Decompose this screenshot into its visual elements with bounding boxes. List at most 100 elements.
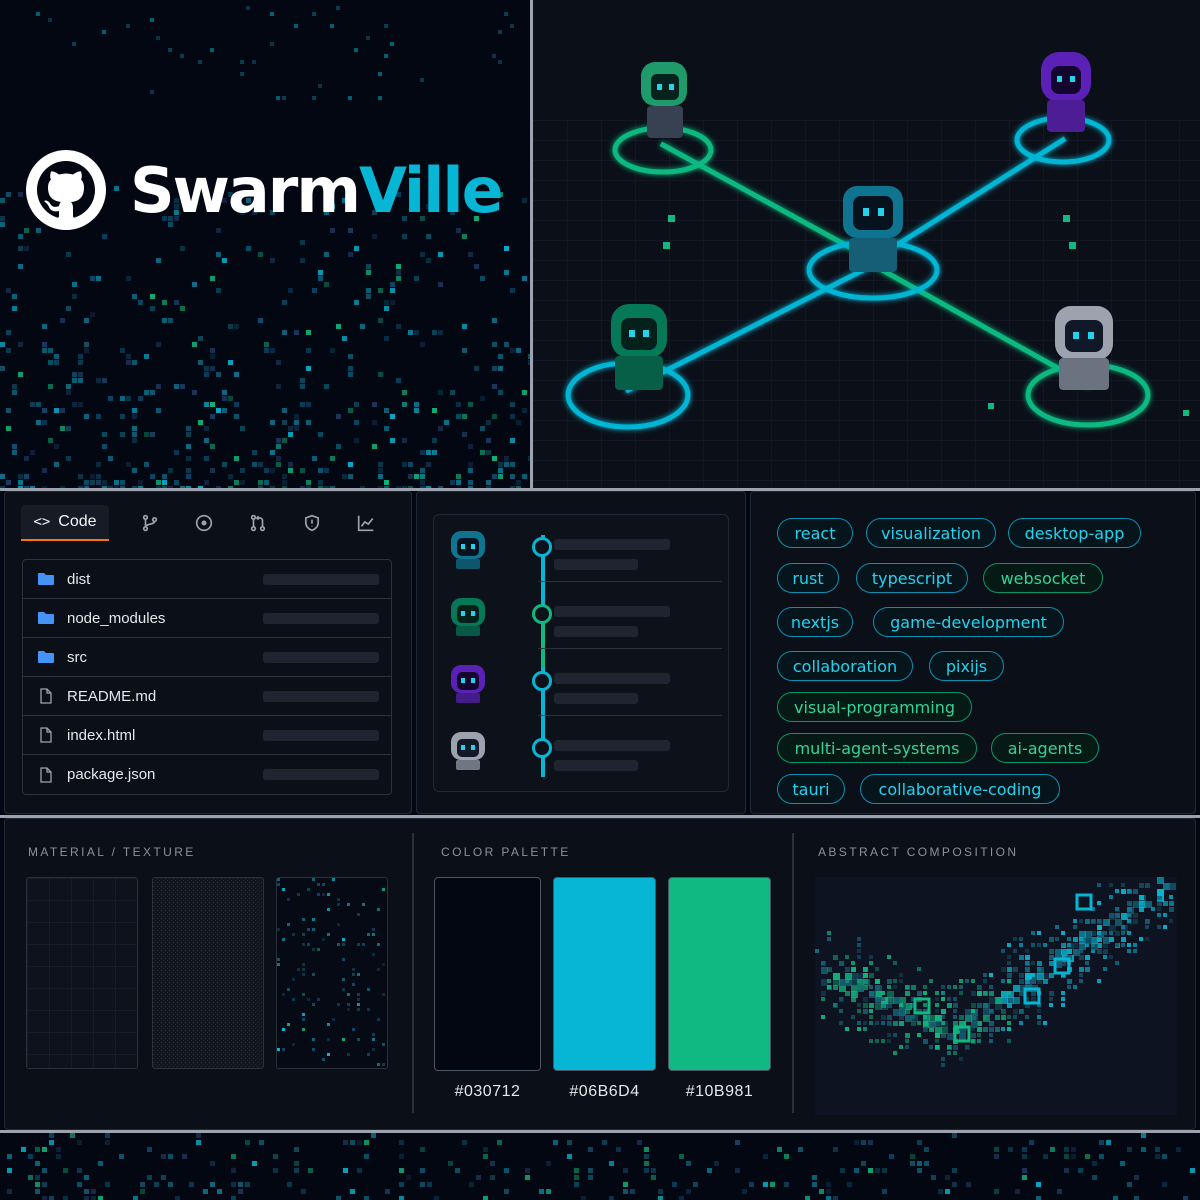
file-row[interactable]: dist [23,560,391,599]
material-section-title: MATERIAL / TEXTURE [28,845,196,859]
topic-tag-pixijs[interactable]: pixijs [929,651,1004,681]
insights-graph-icon [357,515,374,532]
topic-tag-react[interactable]: react [777,518,853,548]
topic-tag-typescript[interactable]: typescript [856,563,968,593]
palette-swatch-cyan [553,877,656,1071]
brand-name-part1: Swarm [130,153,361,227]
file-icon [40,766,52,783]
agent-timeline [433,514,729,792]
timeline-text-placeholder [554,606,670,617]
branch-icon [142,514,158,532]
agent-network-scene [533,0,1200,488]
topic-tag-visual-programming[interactable]: visual-programming [777,692,972,722]
abstract-section-title: ABSTRACT COMPOSITION [818,845,1019,859]
timeline-entry[interactable] [434,716,730,783]
purple-robot-agent [1041,52,1091,132]
pull-request-icon [250,514,266,532]
section-divider-2 [0,815,1200,818]
abstract-pixel-composition [815,877,1177,1115]
tab-pull-requests[interactable] [231,505,285,541]
file-name: index.html [67,726,136,744]
noise-texture-swatch [152,877,264,1069]
repo-tabs: <> Code [21,505,393,541]
timeline-text-placeholder [554,559,638,570]
topic-tag-desktop-app[interactable]: desktop-app [1008,518,1141,548]
topic-tags-panel: react visualization desktop-app rust typescr… [750,491,1196,814]
palette-swatch-dark [434,877,541,1071]
tab-code-label: Code [58,513,97,530]
topic-tag-collaboration[interactable]: collaboration [777,651,913,681]
gray-robot-agent [1055,306,1113,390]
blue-robot-agent [843,186,903,272]
brand-wordmark: SwarmVille [130,153,504,227]
folder-icon [38,612,54,624]
topic-tag-multi-agent-systems[interactable]: multi-agent-systems [777,733,977,763]
file-row[interactable]: package.json [23,755,391,794]
tab-security[interactable] [285,505,339,541]
hero-banner: SwarmVille [0,0,530,488]
pixel-dots-texture-swatch [276,877,388,1069]
file-name: README.md [67,687,157,705]
palette-hex-cyan: #06B6D4 [569,1083,640,1100]
file-name: node_modules [67,609,166,627]
section-divider [0,488,1200,491]
commit-message-placeholder [263,574,379,585]
security-shield-icon [304,514,320,532]
folder-icon [38,573,54,585]
purple-robot-avatar [451,665,485,703]
topic-tag-ai-agents[interactable]: ai-agents [991,733,1099,763]
palette-hex-green: #10B981 [685,1083,754,1100]
commit-message-placeholder [263,652,379,663]
timeline-text-placeholder [554,740,670,751]
agent-network-illustration [533,0,1200,488]
topic-tag-visualization[interactable]: visualization [866,518,996,548]
tab-code[interactable]: <> Code [21,505,109,541]
tab-branches[interactable] [123,505,177,541]
link-gray-agent [869,261,1092,389]
brand-name-part2: Ville [358,153,504,227]
grid-texture-swatch [26,877,138,1069]
file-row[interactable]: node_modules [23,599,391,638]
topic-tag-rust[interactable]: rust [777,563,839,593]
issues-icon [195,514,213,532]
gray-robot-avatar [451,732,485,770]
tab-insights[interactable] [339,505,393,541]
timeline-separator [538,715,722,716]
file-name: src [67,648,87,666]
timeline-node [532,537,552,557]
topic-tag-tauri[interactable]: tauri [777,774,845,804]
palette-hex-dark: #030712 [454,1083,521,1100]
topic-tag-nextjs[interactable]: nextjs [777,607,853,637]
tab-issues[interactable] [177,505,231,541]
topic-tag-websocket[interactable]: websocket [983,563,1103,593]
timeline-text-placeholder [554,693,638,704]
topic-tag-collaborative-coding[interactable]: collaborative-coding [860,774,1060,804]
timeline-text-placeholder [554,760,638,771]
pixel-footer-strip [0,1133,1200,1200]
green-robot-agent [641,62,687,138]
design-board: MATERIAL / TEXTURE COLOR PALETTE #030712… [4,818,1196,1130]
timeline-separator [538,648,722,649]
green-robot-avatar [451,598,485,636]
board-divider-1 [412,833,414,1113]
commit-message-placeholder [263,769,379,780]
file-row[interactable]: README.md [23,677,391,716]
palette-swatch-green [668,877,771,1071]
timeline-entry[interactable] [434,515,730,582]
teal-robot-agent [611,304,667,390]
timeline-text-placeholder [554,673,670,684]
file-row[interactable]: src [23,638,391,677]
timeline-entry[interactable] [434,649,730,716]
palette-section-title: COLOR PALETTE [441,845,571,859]
github-mark-icon [26,150,106,230]
brand-logo: SwarmVille [26,150,504,230]
timeline-node [532,671,552,691]
timeline-entry[interactable] [434,582,730,649]
timeline-separator [538,581,722,582]
file-name: dist [67,570,91,588]
file-row[interactable]: index.html [23,716,391,755]
topic-tag-game-development[interactable]: game-development [873,607,1064,637]
folder-icon [38,651,54,663]
